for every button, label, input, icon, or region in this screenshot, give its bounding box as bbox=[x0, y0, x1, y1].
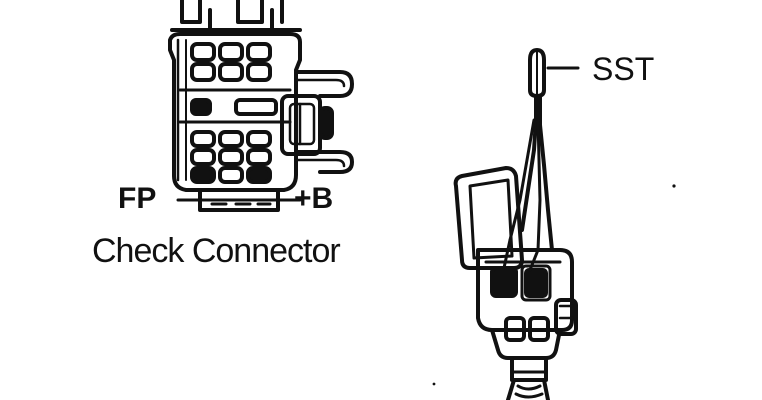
sst-label: SST bbox=[592, 51, 654, 87]
sst-tool-illustration bbox=[453, 48, 580, 400]
plus-b-label: +B bbox=[294, 182, 333, 215]
scan-specks bbox=[432, 184, 676, 386]
check-connector-label: Check Connector bbox=[92, 232, 340, 270]
fp-label: FP bbox=[118, 182, 156, 215]
check-connector-illustration bbox=[168, 0, 354, 212]
